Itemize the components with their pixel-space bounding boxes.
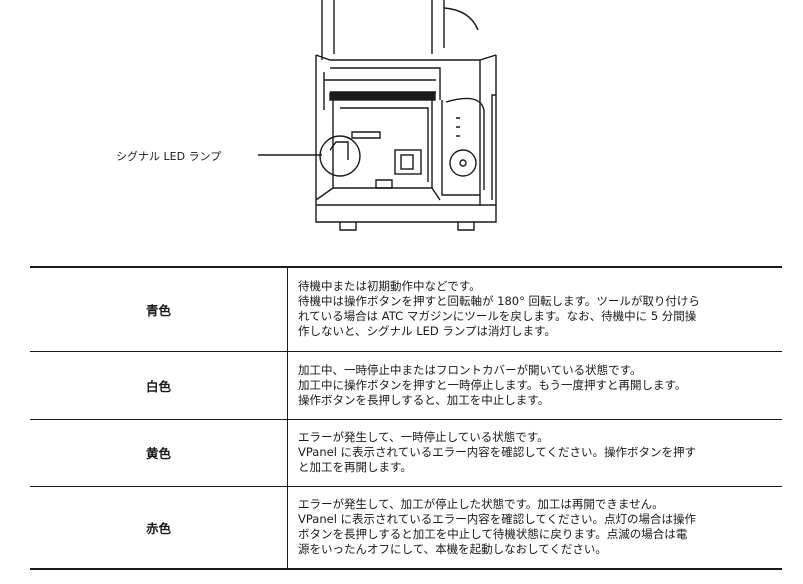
desc-line: 加工中に操作ボタンを押すと一時停止します。もう一度押すと再開します。 [298,377,687,392]
desc-line: れている場合は ATC マガジンにツールを戻します。なお、待機中に 5 分間操 [298,309,697,324]
table-row: 青色 待機中または初期動作中などです。 待機中は操作ボタンを押すと回転軸が 18… [30,267,782,352]
desc-line: 待機中または初期動作中などです。 [298,279,481,294]
led-description: 待機中または初期動作中などです。 待機中は操作ボタンを押すと回転軸が 180° … [287,267,782,352]
desc-line: 作しないと、シグナル LED ランプは消灯します。 [298,324,556,339]
desc-line: と加工を再開します。 [298,460,412,474]
desc-line: 操作ボタンを長押しすると、加工を中止します。 [298,392,550,407]
table-row: 黄色 エラーが発生して、一時停止している状態です。 VPanel に表示されてい… [30,419,782,487]
desc-line: 加工中、一時停止中またはフロントカバーが開いている状態です。 [298,362,642,377]
led-color-red: 赤色 [30,486,288,569]
milling-machine-drawing [258,0,497,231]
table-row: 白色 加工中、一時停止中またはフロントカバーが開いている状態です。 加工中に操作… [30,351,782,420]
led-color-yellow: 黄色 [30,419,288,487]
desc-line: エラーが発生して、加工が停止した状態です。加工は再開できません。 [298,497,664,512]
desc-line: VPanel に表示されているエラー内容を確認してください。操作ボタンを押す [298,445,697,459]
signal-led-callout-label: シグナル LED ランプ [116,150,222,163]
led-description: エラーが発生して、加工が停止した状態です。加工は再開できません。 VPanel … [288,486,783,569]
desc-line: 源をいったんオフにして、本機を起動しなおしてください。 [298,542,607,557]
led-color-white: 白色 [30,351,288,420]
led-description: エラーが発生して、一時停止している状態です。 VPanel に表示されているエラ… [287,419,782,487]
desc-line: ボタンを長押しすると加工を中止して待機状態に戻ります。点滅の場合は電 [298,527,688,542]
desc-line: VPanel に表示されているエラー内容を確認してください。点灯の場合は操作 [298,512,697,527]
led-color-blue: 青色 [30,267,288,352]
machine-illustration: シグナル LED ランプ [0,0,803,250]
desc-line: 待機中は操作ボタンを押すと回転軸が 180° 回転します。ツールが取り付けら [298,294,700,309]
table-row: 赤色 エラーが発生して、加工が停止した状態です。加工は再開できません。 VPan… [30,486,782,569]
led-status-table: 青色 待機中または初期動作中などです。 待機中は操作ボタンを押すと回転軸が 18… [30,266,782,570]
led-description: 加工中、一時停止中またはフロントカバーが開いている状態です。 加工中に操作ボタン… [287,351,782,420]
desc-line: エラーが発生して、一時停止している状態です。 [298,430,549,444]
